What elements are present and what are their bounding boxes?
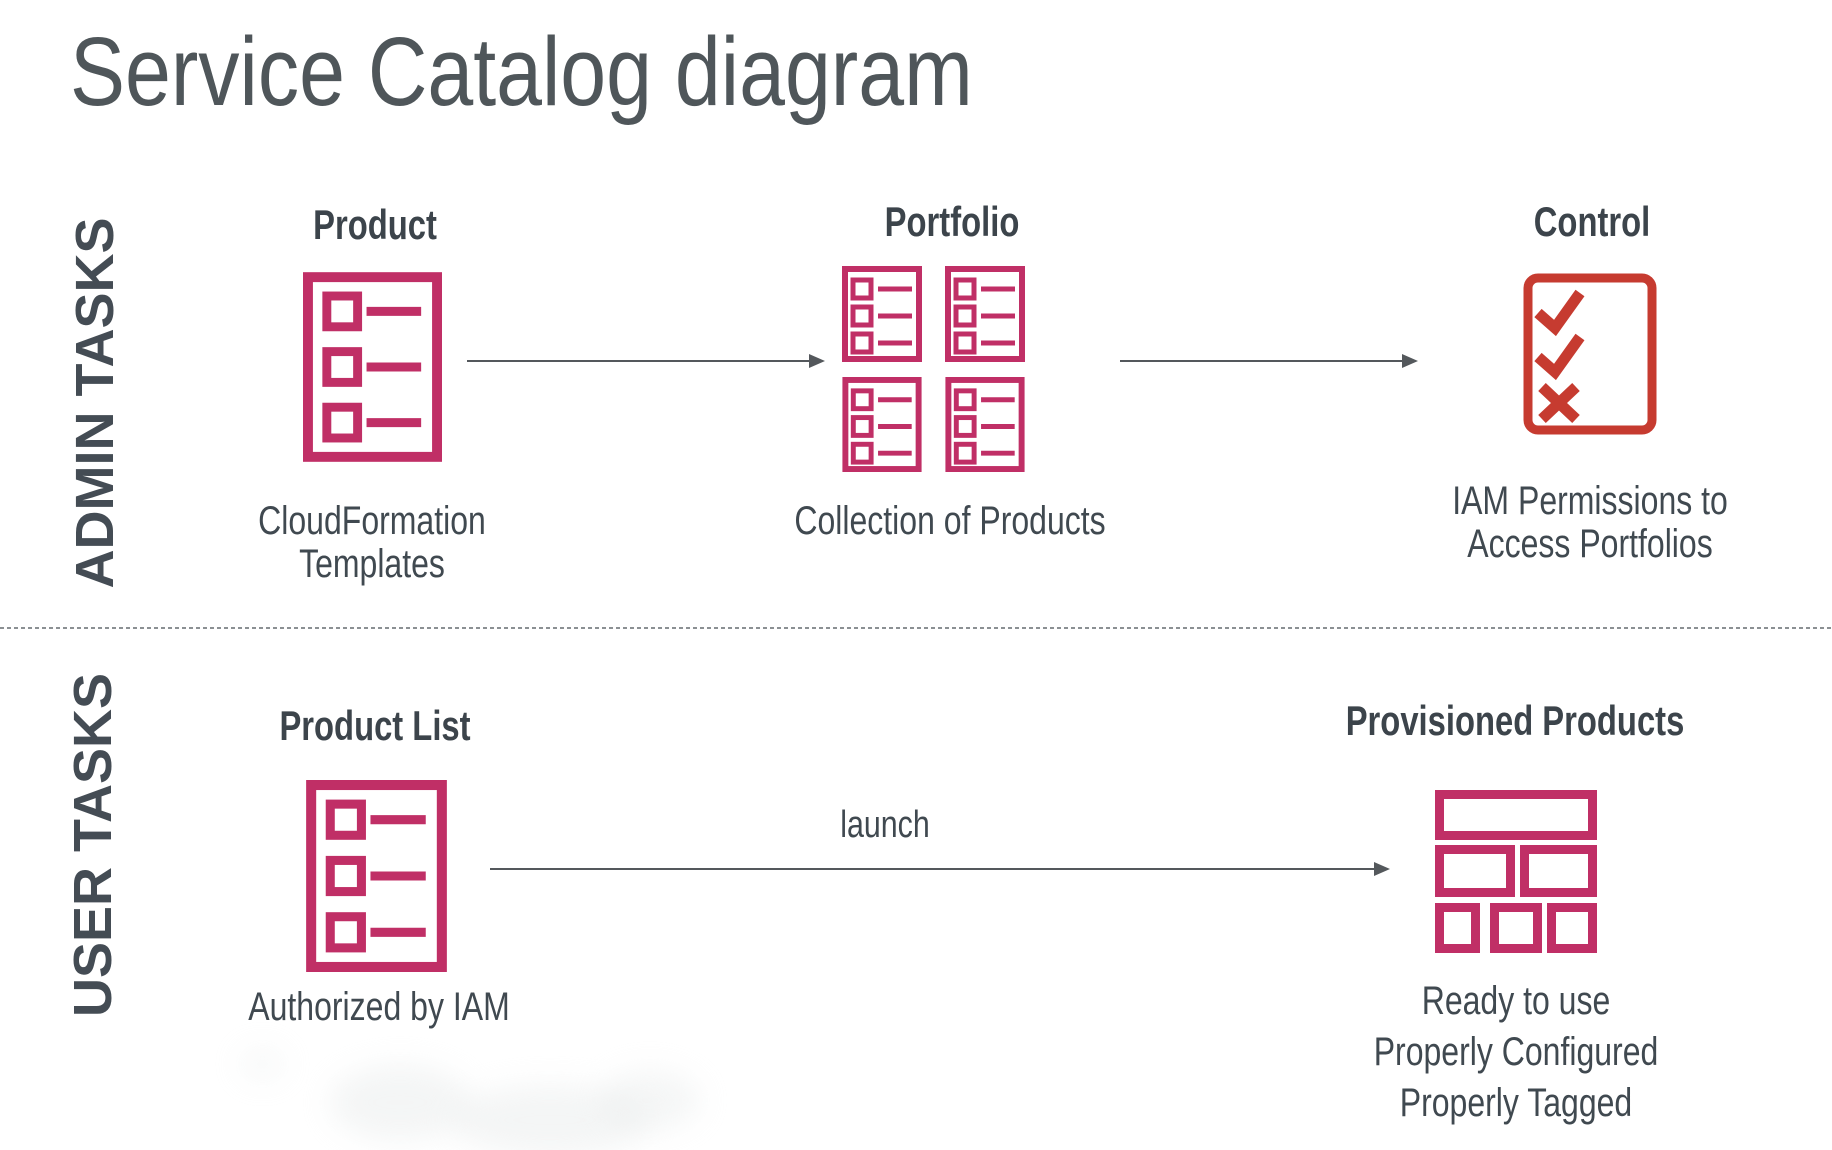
launch-arrow (490, 868, 1374, 870)
arrowhead-icon (1374, 862, 1390, 876)
portfolio-mini-list-icon (945, 377, 1025, 472)
section-divider (0, 627, 1832, 629)
watermark-smudge (450, 1085, 650, 1150)
page-title: Service Catalog diagram (70, 17, 973, 126)
control-caption: IAM Permissions to Access Portfolios (1452, 479, 1728, 567)
caption-line: Properly Configured (1373, 1029, 1659, 1074)
provisioned-products-caption: Ready to use Properly Configured Properl… (1374, 976, 1659, 1128)
caption-line: Templates (299, 542, 445, 587)
caption-line: Access Portfolios (1467, 522, 1713, 567)
caption-line: CloudFormation (258, 499, 486, 543)
portfolio-heading: Portfolio (884, 198, 1020, 245)
portfolio-to-control-arrow (1120, 360, 1402, 362)
user-tasks-side-label: USER TASKS (63, 672, 123, 1018)
control-checklist-icon (1523, 273, 1657, 435)
portfolio-mini-list-icon (842, 266, 922, 362)
portfolio-caption: Collection of Products (794, 499, 1106, 543)
portfolio-mini-list-icon (842, 377, 922, 472)
portfolio-mini-list-icon (945, 266, 1025, 362)
product-list-document-icon (303, 272, 442, 462)
watermark-smudge (240, 1048, 285, 1080)
caption-line: Authorized by IAM (248, 985, 510, 1029)
portfolio-grid-icon (842, 266, 1025, 472)
caption-line: Ready to use (1421, 979, 1611, 1023)
product-list-document-icon (306, 780, 447, 972)
product-to-portfolio-arrow (467, 360, 809, 362)
watermark-smudge (600, 1070, 700, 1130)
caption-line: IAM Permissions to (1452, 479, 1728, 523)
arrowhead-icon (809, 354, 825, 368)
product-caption: CloudFormation Templates (258, 499, 486, 587)
admin-tasks-side-label: ADMIN TASKS (65, 217, 125, 589)
provisioned-products-bricks-icon (1435, 790, 1597, 953)
provisioned-products-heading: Provisioned Products (1345, 697, 1685, 744)
control-heading: Control (1533, 198, 1651, 245)
launch-arrow-label: launch (840, 804, 930, 846)
arrowhead-icon (1402, 354, 1418, 368)
watermark-smudge (330, 1065, 470, 1140)
product-heading: Product (313, 201, 437, 248)
product-list-heading: Product List (279, 702, 471, 749)
product-list-caption: Authorized by IAM (248, 985, 510, 1029)
caption-line: Collection of Products (794, 499, 1106, 543)
caption-line: Properly Tagged (1399, 1080, 1633, 1125)
